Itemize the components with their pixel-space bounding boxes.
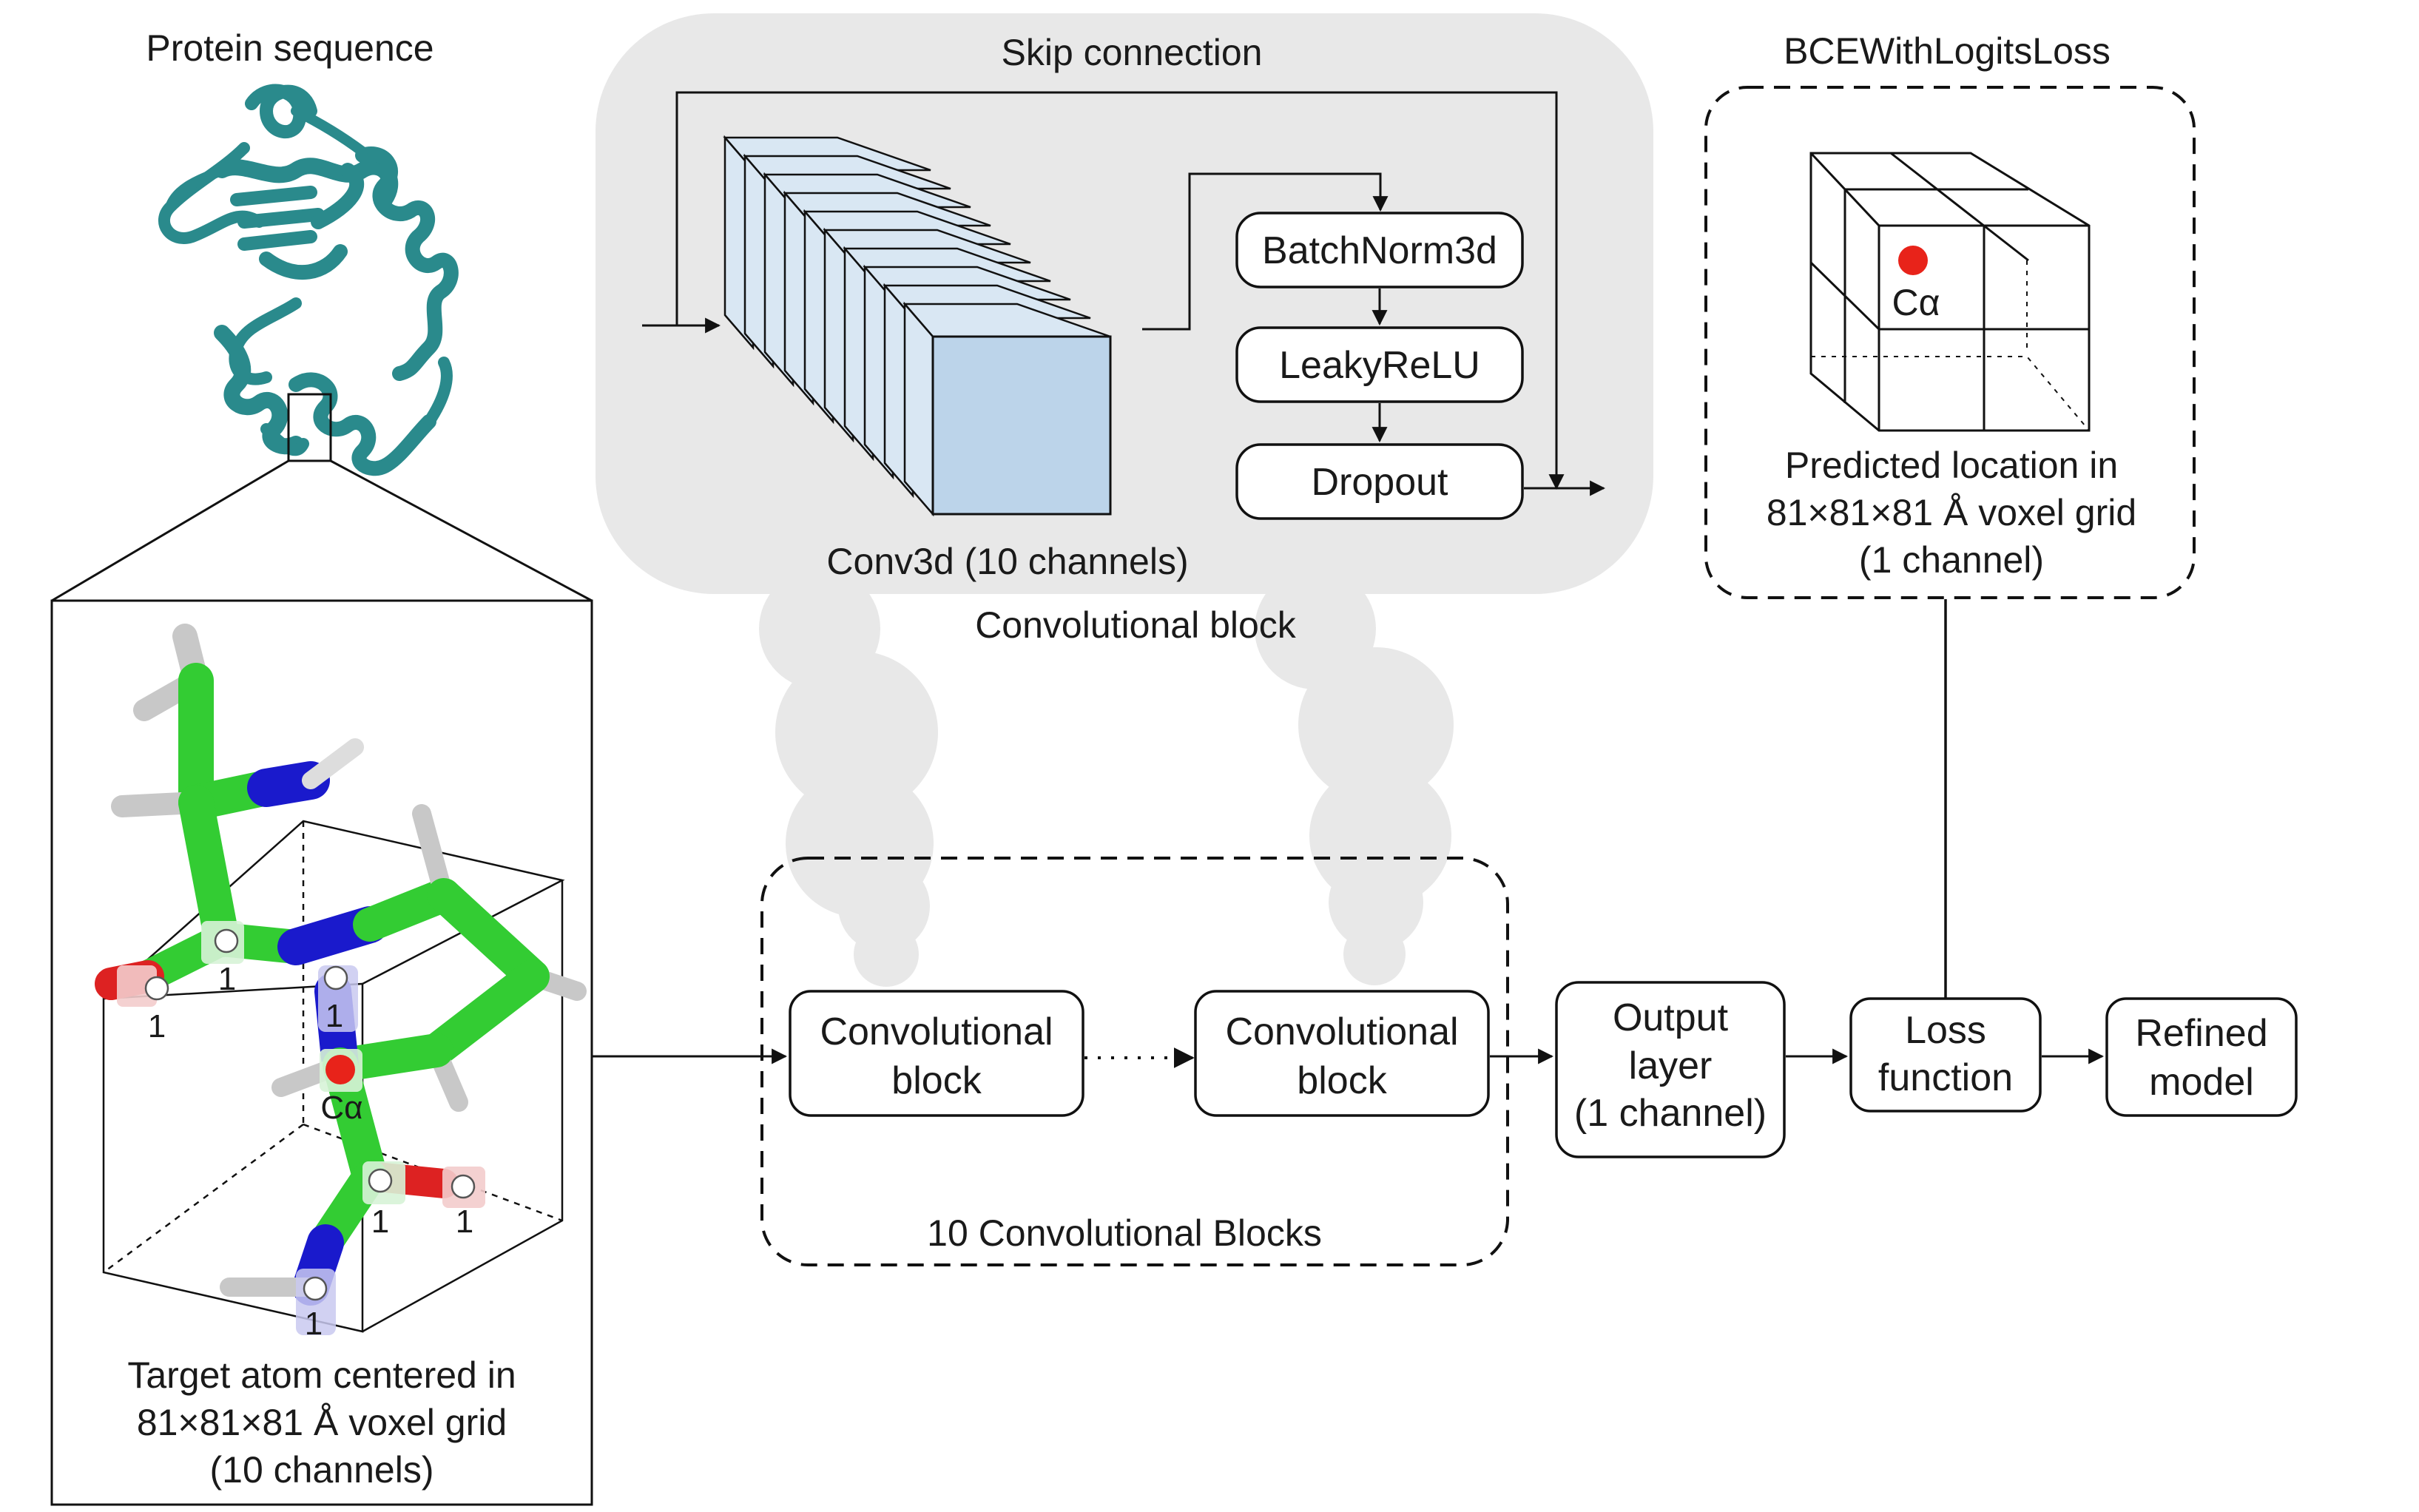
- target-voxel-grid-icon: [1809, 152, 2091, 432]
- voxel-marker-circle: [451, 1174, 476, 1199]
- input-caption-line: (10 channels): [210, 1449, 434, 1491]
- loss-function-line: function: [1878, 1056, 2013, 1099]
- conv-block-last-line: block: [1297, 1059, 1387, 1102]
- input-caption-line: Target atom centered in: [127, 1354, 516, 1396]
- voxel-value: 1: [305, 1306, 323, 1342]
- input-voxel-panel: 1 1 1 1 1 1 Cα Target atom centered in 8…: [50, 599, 593, 1506]
- loss-panel-frame: [1704, 86, 2196, 599]
- voxel-marker-circle: [323, 965, 348, 990]
- voxel-value: 1: [456, 1204, 473, 1240]
- loss-caption-line: (1 channel): [1859, 539, 2044, 581]
- conv-block-section-label: Convolutional block: [975, 604, 1297, 646]
- refined-model-line: Refined: [2135, 1012, 2267, 1055]
- conv3d-channel-stack: [723, 135, 1112, 517]
- voxel-marker-circle: [144, 976, 169, 1001]
- conv-blocks-group-label: 10 Convolutional Blocks: [927, 1212, 1322, 1254]
- loss-panel-title: BCEWithLogitsLoss: [1784, 30, 2111, 72]
- loss-function-line: Loss: [1905, 1009, 1986, 1052]
- conv-block-last: Convolutional block: [1194, 990, 1490, 1117]
- skip-connection-arrow: [675, 91, 1565, 490]
- skip-connection-label: Skip connection: [1001, 32, 1262, 73]
- loss-panel-ca-label: Cα: [1892, 282, 1940, 323]
- output-layer-line: (1 channel): [1574, 1092, 1767, 1135]
- layer-leakyrelu-label: LeakyReLU: [1279, 344, 1480, 387]
- input-caption-line: 81×81×81 Å voxel grid: [137, 1402, 507, 1443]
- output-layer-line: layer: [1629, 1044, 1713, 1087]
- protein-title: Protein sequence: [146, 27, 433, 69]
- layer-batchnorm: BatchNorm3d: [1235, 212, 1524, 288]
- conv3d-label: Conv3d (10 channels): [826, 541, 1188, 582]
- conv-block-first-line: block: [891, 1059, 982, 1102]
- zoom-region-box: [287, 393, 332, 462]
- conv-block-first: Convolutional block: [789, 990, 1084, 1117]
- protein-section: Protein sequence: [51, 27, 593, 602]
- loss-caption-line: Predicted location in: [1785, 445, 2118, 486]
- layer-dropout: Dropout: [1235, 443, 1524, 520]
- output-layer-box: Output layer (1 channel): [1555, 981, 1786, 1158]
- loss-function-box: Loss function: [1849, 997, 2042, 1113]
- conv-channel-front: [931, 335, 1112, 516]
- voxel-marker-circle: [368, 1168, 393, 1193]
- conv-blocks-group: [760, 857, 1509, 1266]
- layer-leakyrelu: LeakyReLU: [1235, 326, 1524, 403]
- voxel-marker-circle: [303, 1276, 328, 1301]
- voxel-value: 1: [325, 998, 343, 1034]
- protein-ribbon-icon: [158, 84, 459, 476]
- input-ca-atom-icon: [325, 1055, 355, 1084]
- loss-target-panel: BCEWithLogitsLoss Cα Predicted location …: [1704, 30, 2196, 999]
- output-layer-line: Output: [1613, 996, 1729, 1039]
- layer-dropout-label: Dropout: [1312, 461, 1449, 504]
- layer-batchnorm-label: BatchNorm3d: [1262, 229, 1497, 272]
- input-panel-frame: [50, 599, 593, 1506]
- voxel-marker-circle: [214, 928, 239, 954]
- conv-block-detail-panel: Skip connection Conv3d (10 channels) Bat…: [596, 13, 1653, 987]
- refined-model-line: model: [2149, 1061, 2254, 1104]
- refined-model-box: Refined model: [2105, 997, 2298, 1117]
- conv-to-norm-arrow: [1142, 172, 1389, 331]
- conv-block-last-line: Convolutional: [1225, 1010, 1458, 1053]
- predicted-ca-atom-icon: [1898, 246, 1928, 275]
- voxel-value: 1: [148, 1008, 166, 1044]
- conv-block-first-line: Convolutional: [820, 1010, 1053, 1053]
- voxel-value-labels: 1 1 1 1 1 1 Cα: [148, 961, 473, 1342]
- voxel-markers: [117, 921, 485, 1335]
- voxel-value: 1: [218, 961, 236, 997]
- voxel-value: 1: [371, 1204, 389, 1240]
- input-ca-label: Cα: [320, 1090, 362, 1126]
- loss-caption-line: 81×81×81 Å voxel grid: [1767, 492, 2136, 533]
- conv-channel-side: [903, 301, 934, 517]
- input-caption: Target atom centered in 81×81×81 Å voxel…: [127, 1354, 516, 1491]
